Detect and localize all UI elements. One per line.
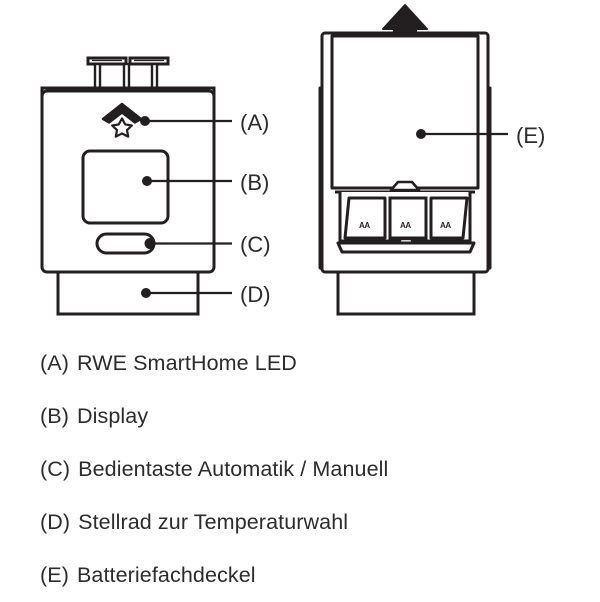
house-star-icon bbox=[101, 102, 143, 138]
callout-label-e: (E) bbox=[516, 123, 545, 148]
callout-c-leader bbox=[144, 238, 232, 249]
latch-tab-icon[interactable] bbox=[389, 180, 421, 192]
legend-key: (D) bbox=[40, 510, 71, 534]
legend-text: Display bbox=[76, 404, 149, 428]
legend-text: Batteriefachdeckel bbox=[76, 563, 256, 587]
thermostat-front-view: (A) (B) (C) bbox=[40, 56, 271, 316]
legend-item: (D) Stellrad zur Temperaturwahl bbox=[40, 496, 600, 549]
battery-slot bbox=[388, 196, 428, 240]
battery-slot-group: AA AA AA bbox=[343, 196, 469, 240]
callout-a-leader bbox=[140, 116, 232, 126]
battery-slot-label: AA bbox=[400, 221, 411, 230]
house-roof-shape bbox=[101, 102, 143, 124]
callout-d-leader bbox=[141, 288, 232, 298]
bracket-post-1 bbox=[93, 62, 102, 92]
battery-slot bbox=[429, 196, 469, 240]
mounting-bracket-group bbox=[86, 56, 170, 92]
battery-slot-label: AA bbox=[359, 221, 370, 230]
thermostat-diagram: (A) (B) (C) bbox=[40, 4, 545, 316]
bracket-post-3 bbox=[150, 62, 159, 92]
legend-text: RWE SmartHome LED bbox=[76, 351, 297, 375]
star-shape bbox=[111, 117, 133, 138]
display-panel bbox=[81, 149, 170, 225]
legend-key: (B) bbox=[40, 404, 69, 428]
callout-b-leader bbox=[142, 176, 232, 186]
bracket-post-2 bbox=[122, 62, 131, 92]
legend-key: (A) bbox=[40, 351, 69, 375]
legend-item: (C) Bedientaste Automatik / Manuell bbox=[40, 443, 600, 496]
diagram-area: (A) (B) (C) bbox=[40, 4, 545, 316]
thermostat-battery-view: (E) AA AA AA bbox=[318, 4, 545, 316]
battery-slot bbox=[343, 196, 387, 240]
battery-slot-label: AA bbox=[440, 221, 451, 230]
callout-label-d: (D) bbox=[240, 282, 271, 307]
legend-item: (B) Display bbox=[40, 390, 600, 443]
callout-label-c: (C) bbox=[240, 232, 271, 257]
legend-text: Stellrad zur Temperaturwahl bbox=[78, 510, 349, 534]
legend-text: Bedientaste Automatik / Manuell bbox=[78, 457, 389, 481]
callout-e-leader bbox=[416, 129, 508, 139]
temperature-wheel-rear[interactable] bbox=[336, 270, 476, 316]
callout-label-b: (B) bbox=[240, 170, 269, 195]
callout-label-a: (A) bbox=[240, 110, 269, 135]
legend-key: (E) bbox=[40, 563, 69, 587]
battery-cover[interactable] bbox=[330, 34, 480, 190]
legend-item: (A) RWE SmartHome LED bbox=[40, 337, 600, 390]
battery-bay-rail bbox=[336, 241, 476, 254]
legend-item: (E) Batteriefachdeckel bbox=[40, 549, 600, 602]
legend-key: (C) bbox=[40, 457, 71, 481]
component-legend: (A) RWE SmartHome LED (B) Display (C) Be… bbox=[0, 325, 600, 600]
